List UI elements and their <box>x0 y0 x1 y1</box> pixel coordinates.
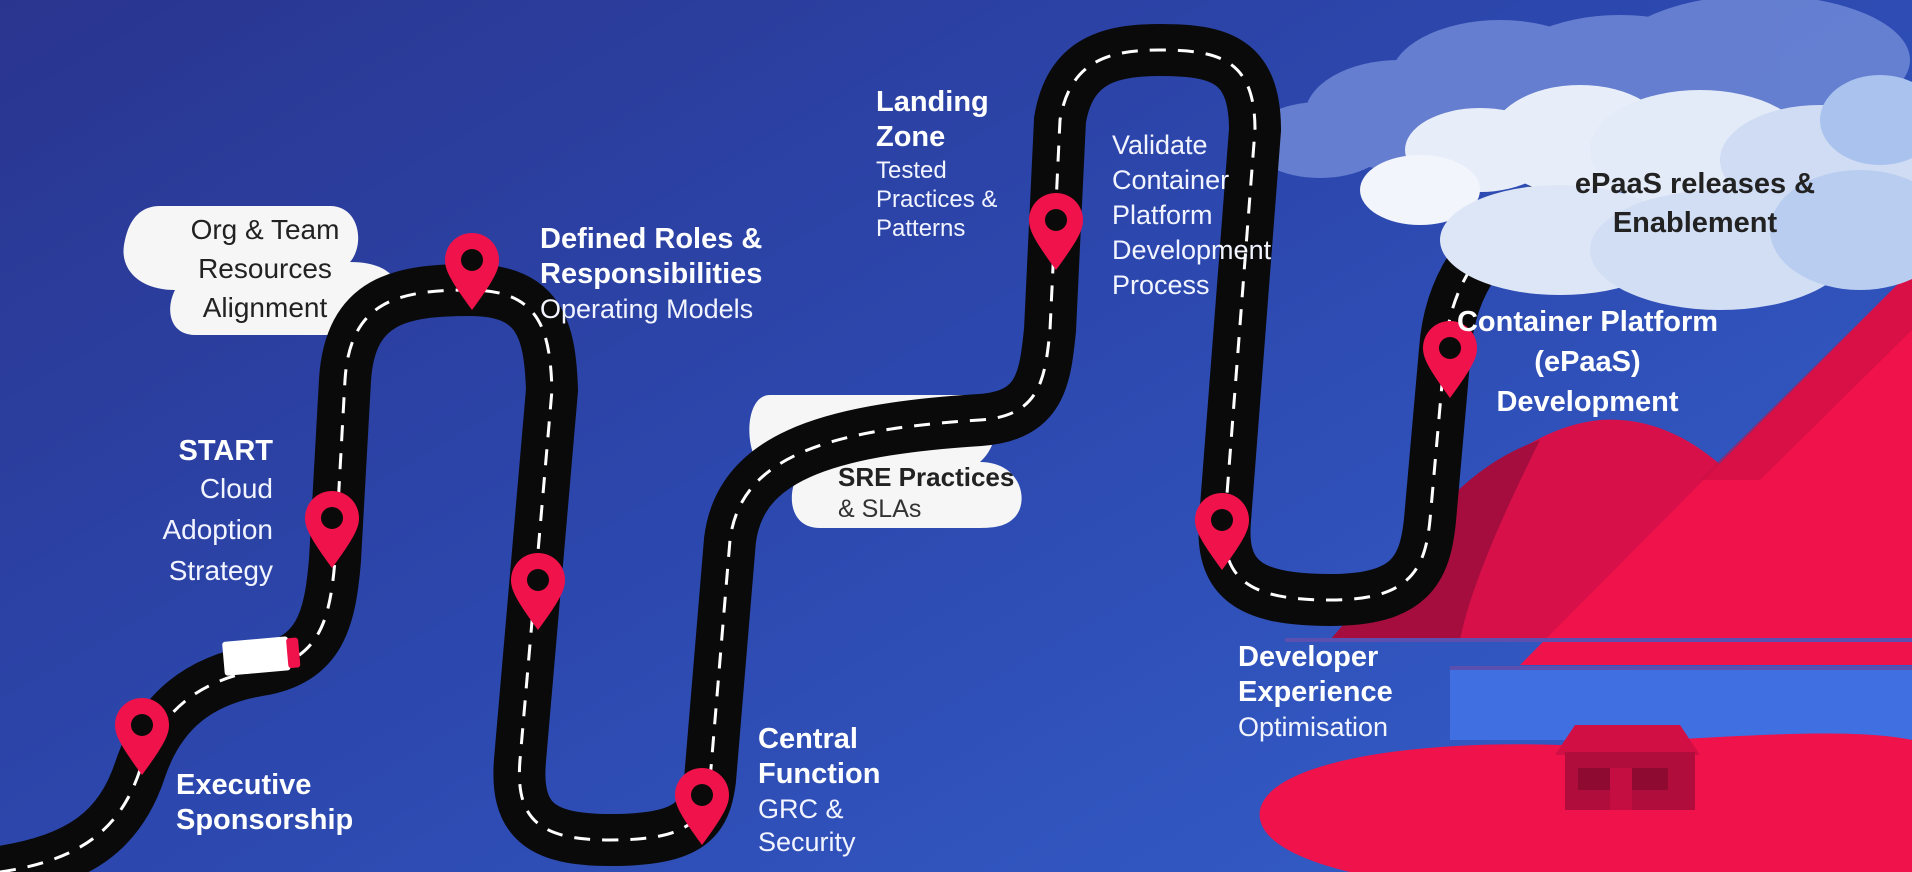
bubble-org-team <box>123 206 399 335</box>
milestone-subtitle: Tested Practices & Patterns <box>876 156 998 243</box>
map-pin-icon <box>445 233 499 310</box>
label-validate: Validate Container Platform Development … <box>1112 128 1292 303</box>
map-pin-icon <box>511 553 565 630</box>
cloud-icon <box>1360 75 1912 310</box>
milestone-title: Developer Experience <box>1238 641 1393 709</box>
milestone-title: Landing Zone <box>876 86 989 154</box>
milestone-subtitle: Validate Container Platform Development … <box>1112 130 1272 301</box>
label-developer-experience: Developer Experience Optimisation <box>1238 640 1458 744</box>
milestone-title: Defined Roles & Responsibilities <box>540 223 763 291</box>
label-epaas-releases: ePaaS releases & Enablement <box>1555 165 1835 243</box>
milestone-title: Central Function <box>758 723 881 791</box>
map-pin-icon <box>675 768 729 845</box>
milestone-subtitle: Operating Models <box>540 293 754 324</box>
milestone-subtitle: Optimisation <box>1238 711 1389 742</box>
map-pin-icon <box>115 698 169 775</box>
house-icon <box>1555 725 1700 810</box>
label-central-function: Central Function GRC & Security <box>758 722 908 859</box>
milestone-subtitle: GRC & Security <box>758 793 856 857</box>
milestone-title: ePaaS releases & Enablement <box>1574 168 1816 240</box>
label-sre-practices: SRE Practices & SLAs <box>838 462 1018 524</box>
label-executive-sponsorship: Executive Sponsorship <box>176 768 416 839</box>
map-pin-icon <box>305 491 359 568</box>
milestone-title: START <box>178 435 273 467</box>
map-pin-icon <box>1195 493 1249 570</box>
milestone-subtitle: & SLAs <box>838 494 922 523</box>
milestone-subtitle: Cloud Adoption Strategy <box>162 473 273 586</box>
map-pin-icon <box>1029 193 1083 270</box>
milestone-title: SRE Practices <box>838 462 1015 492</box>
label-org-team: Org & Team Resources Alignment <box>170 210 360 328</box>
milestone-title: Org & Team Resources Alignment <box>190 214 340 324</box>
label-defined-roles: Defined Roles & Responsibilities Operati… <box>540 222 820 326</box>
label-landing-zone: Landing Zone Tested Practices & Patterns <box>876 85 1036 244</box>
milestone-title: Container Platform (ePaaS) Development <box>1456 306 1719 419</box>
truck-icon <box>222 636 301 676</box>
label-container-platform: Container Platform (ePaaS) Development <box>1455 302 1720 422</box>
label-start: START Cloud Adoption Strategy <box>110 434 273 591</box>
milestone-title: Executive Sponsorship <box>176 769 354 837</box>
road-dashes <box>0 48 1541 872</box>
map-pin-icon <box>1423 321 1477 398</box>
